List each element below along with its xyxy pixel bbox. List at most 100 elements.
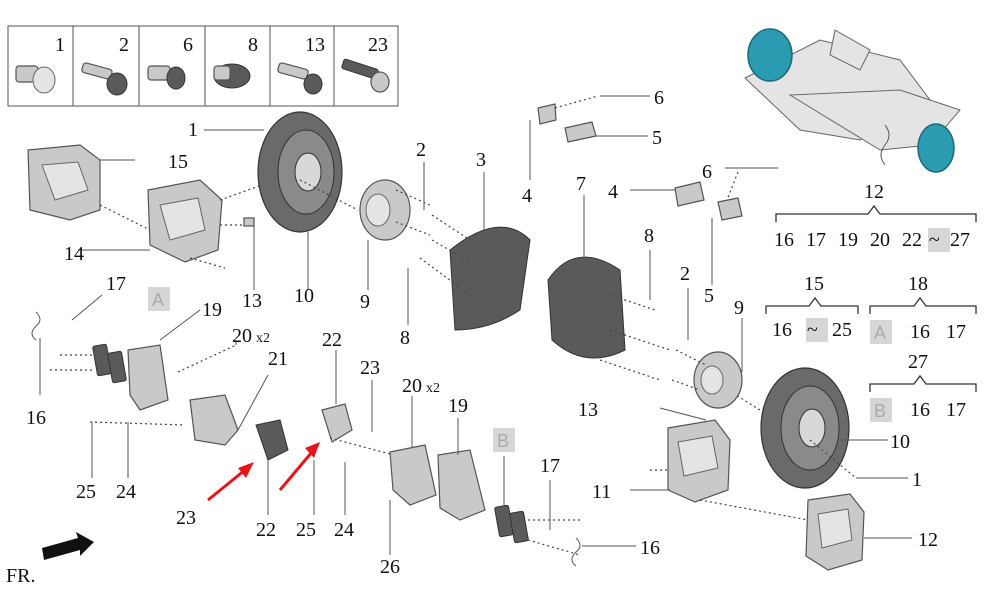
callout-10-right: 10 xyxy=(890,431,910,453)
fastener-label-6: 6 xyxy=(183,34,193,56)
group-label-A: A xyxy=(152,290,164,310)
callout-4-right: 4 xyxy=(608,181,618,203)
callout-8: 8 xyxy=(400,327,410,349)
legend-group-27: 27 B 16 17 xyxy=(869,351,977,422)
callout-13: 13 xyxy=(242,290,262,312)
callout-5-right: 5 xyxy=(704,285,714,307)
sensor-bracket-4-right xyxy=(674,181,705,207)
legend-12-item-22: 22 xyxy=(902,229,922,251)
legend-12-item-19: 19 xyxy=(838,229,858,251)
callout-6-right: 6 xyxy=(702,161,712,183)
callout-6: 6 xyxy=(654,87,664,109)
callout-13-right: 13 xyxy=(578,399,598,421)
fastener-label-23: 23 xyxy=(368,34,388,56)
callout-4: 4 xyxy=(522,185,532,207)
group-box-B xyxy=(493,428,515,452)
dust-shield-3 xyxy=(449,226,531,331)
front-direction-arrow xyxy=(42,532,94,560)
sensor-5-right xyxy=(717,197,743,221)
legend-15-range-box xyxy=(806,318,828,342)
callout-9-right: 9 xyxy=(734,297,744,319)
fastener-2-drawing xyxy=(81,62,128,96)
fastener-label-2: 2 xyxy=(119,34,129,56)
legend-15-to: 25 xyxy=(832,319,852,341)
front-direction-label: FR. xyxy=(6,565,35,587)
legend-12-item-16: 16 xyxy=(774,229,794,251)
legend-27-box-label: B xyxy=(874,401,886,421)
callout-26: 26 xyxy=(380,556,400,578)
callout-1: 1 xyxy=(188,119,198,141)
legend-group-12: 12 16 17 19 20 22 ~ 27 xyxy=(774,181,977,252)
legend-27-box xyxy=(870,398,892,422)
legend-15-from: 16 xyxy=(772,319,792,341)
callout-23: 23 xyxy=(176,507,196,529)
highlighted-brake-right xyxy=(917,123,955,173)
legend-27-item-17: 17 xyxy=(946,399,966,421)
pad-kit-B xyxy=(389,396,636,567)
fastener-1-drawing xyxy=(15,65,56,94)
chassis-location-thumbnail xyxy=(744,28,961,173)
callout-7: 7 xyxy=(576,173,586,195)
group-label-B: B xyxy=(497,431,509,451)
legend-18-box xyxy=(870,320,892,344)
fastener-23-drawing xyxy=(341,58,390,93)
callout-25: 25 xyxy=(76,481,96,503)
callout-10: 10 xyxy=(294,285,314,307)
callout-3: 3 xyxy=(476,149,486,171)
group-box-A xyxy=(148,287,170,311)
callout-19: 19 xyxy=(202,299,222,321)
callout-16: 16 xyxy=(26,407,46,429)
wheel-hub-9-left xyxy=(359,179,411,241)
callout-19-upper: 19 xyxy=(448,395,468,417)
legend-group-18: 18 A 16 17 xyxy=(869,273,977,344)
callout-12: 12 xyxy=(918,529,938,551)
wheel-hub-9-right xyxy=(693,351,743,409)
caliper-assembly-11 xyxy=(667,419,731,503)
caliper-assembly-15 xyxy=(27,144,101,221)
sensor-bracket-4-upper xyxy=(537,103,557,125)
callout-20-quantity: x2 xyxy=(256,331,270,346)
fastener-label-13: 13 xyxy=(305,34,325,56)
brake-disc-10-left xyxy=(257,111,343,233)
dust-shield-7 xyxy=(547,256,626,359)
callout-20: 20 xyxy=(232,325,252,347)
callout-5: 5 xyxy=(652,127,662,149)
callout-8-right: 8 xyxy=(644,225,654,247)
fastener-8-drawing xyxy=(213,63,251,89)
fastener-label-8: 8 xyxy=(248,34,258,56)
red-arrow-left xyxy=(207,462,254,502)
callout-21: 21 xyxy=(268,348,288,370)
caliper-piston-22 xyxy=(321,403,353,443)
legend-12-item-27: 27 xyxy=(950,229,970,251)
red-arrow-right xyxy=(278,442,320,491)
legend-27-head: 27 xyxy=(908,351,928,373)
pad-kit-A xyxy=(31,294,289,515)
callout-2: 2 xyxy=(416,139,426,161)
callout-17: 17 xyxy=(106,273,126,295)
callout-22: 22 xyxy=(256,519,276,541)
caliper-assembly-14 xyxy=(147,179,223,263)
legend-12-head: 12 xyxy=(864,181,884,203)
legend-12-range-box xyxy=(928,228,950,252)
highlighted-brake-left xyxy=(747,28,793,82)
fastener-13-drawing xyxy=(277,62,323,95)
callout-25-lower: 25 xyxy=(296,519,316,541)
callout-24: 24 xyxy=(116,481,136,503)
legend-18-head: 18 xyxy=(908,273,928,295)
callout-15: 15 xyxy=(168,151,188,173)
caliper-assembly-12 xyxy=(805,493,865,571)
callout-23-upper: 23 xyxy=(360,357,380,379)
sensor-5-upper xyxy=(564,121,597,143)
legend-18-box-label: A xyxy=(874,323,886,343)
callout-24-lower: 24 xyxy=(334,519,354,541)
legend-15-tilde: ~ xyxy=(807,319,818,341)
callout-16-lower: 16 xyxy=(640,537,660,559)
legend-18-item-16: 16 xyxy=(910,321,930,343)
brake-disc-10-right xyxy=(760,367,850,489)
callout-14: 14 xyxy=(64,243,84,265)
legend-12-item-20: 20 xyxy=(870,229,890,251)
legend-group-15: 15 16 ~ 25 xyxy=(765,273,859,342)
legend-12-item-17: 17 xyxy=(806,229,826,251)
legend-15-head: 15 xyxy=(804,273,824,295)
